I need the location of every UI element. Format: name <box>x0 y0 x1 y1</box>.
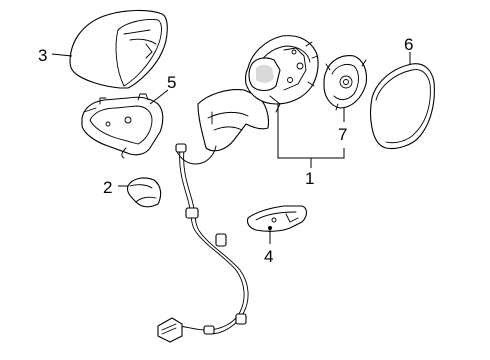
mirror-motor-actuator-part[interactable] <box>245 35 319 113</box>
callout-4: 4 <box>264 247 273 266</box>
callout-1: 1 <box>305 169 314 188</box>
callout-5: 5 <box>167 73 176 92</box>
mirror-assembly-part[interactable] <box>157 89 270 343</box>
callout-6: 6 <box>404 35 413 54</box>
callout-7: 7 <box>338 125 347 144</box>
leader-1 <box>277 104 345 159</box>
turn-signal-bracket-part[interactable] <box>246 205 308 232</box>
leader-3 <box>51 53 73 57</box>
callout-2: 2 <box>103 178 112 197</box>
mirror-base-trim-part[interactable] <box>81 93 164 159</box>
mirror-glass-part[interactable] <box>369 63 435 150</box>
mirror-cover-cap-part[interactable] <box>126 177 162 208</box>
mirror-housing-cover-part[interactable] <box>69 9 168 89</box>
callout-3: 3 <box>38 46 47 65</box>
leader-5 <box>149 89 169 105</box>
mirror-motor-part-7[interactable] <box>323 55 368 111</box>
